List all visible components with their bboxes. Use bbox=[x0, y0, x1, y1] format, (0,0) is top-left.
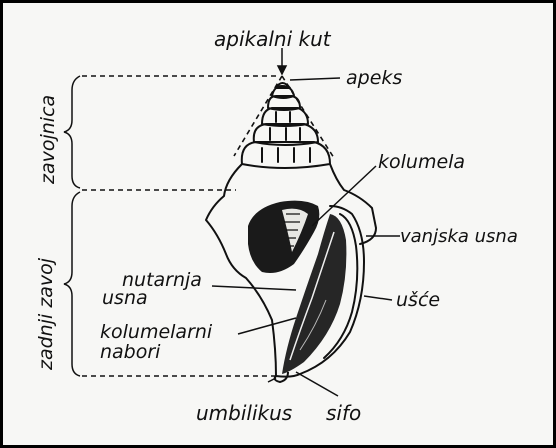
label-umbilicus: umbilikus bbox=[196, 401, 292, 425]
shell-spire bbox=[242, 83, 330, 168]
label-spire: zavojnica bbox=[37, 95, 59, 185]
label-siphon: sifo bbox=[326, 401, 361, 425]
label-apical-angle: apikalni kut bbox=[214, 27, 332, 51]
apical-angle-arrow bbox=[278, 48, 286, 74]
label-columellar-folds-2: nabori bbox=[100, 341, 161, 363]
label-aperture: ušće bbox=[396, 289, 440, 311]
label-columella: kolumela bbox=[378, 151, 465, 173]
label-body-whorl: zadnji zavoj bbox=[35, 257, 57, 371]
left-braces bbox=[64, 76, 80, 376]
label-inner-lip-2: usna bbox=[102, 287, 148, 309]
label-outer-lip: vanjska usna bbox=[400, 226, 518, 247]
label-apex: apeks bbox=[346, 67, 402, 89]
columella-shading bbox=[248, 201, 319, 273]
label-columellar-folds-1: kolumelarni bbox=[100, 321, 213, 343]
